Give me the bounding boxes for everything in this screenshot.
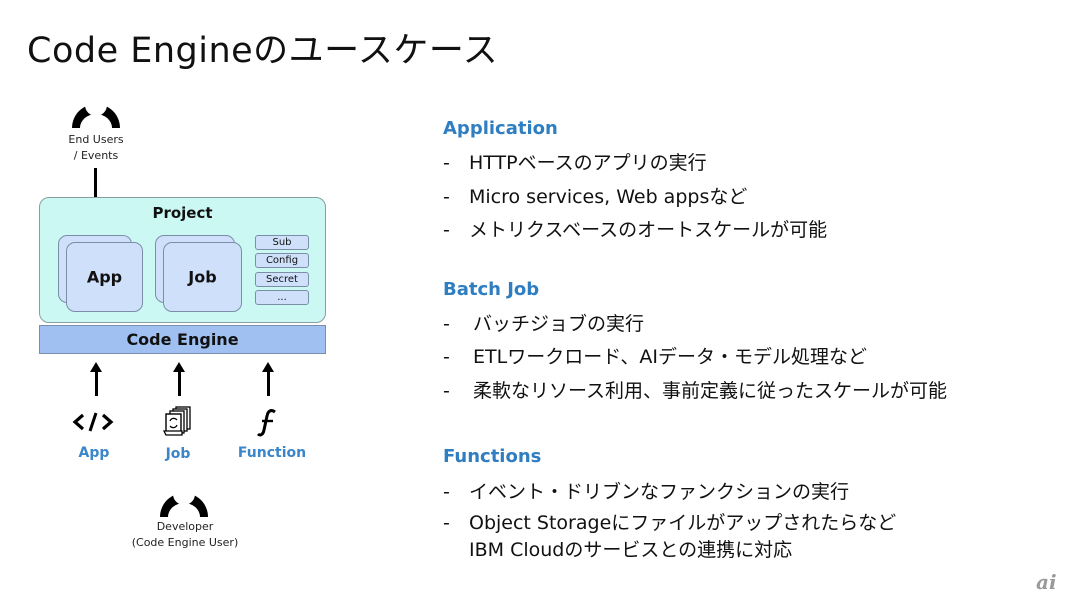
arrow-head-up-job	[173, 362, 185, 372]
resource-sub: Sub	[255, 235, 309, 250]
source-label-app: App	[78, 445, 110, 461]
bullet-text: Micro services, Web appsなど	[469, 186, 748, 208]
bullet-text: 柔軟なリソース利用、事前定義に従ったスケールが可能	[473, 380, 948, 402]
bullet-dash: -	[443, 313, 450, 335]
bullet-item: -イベント・ドリブンなファンクションの実行	[443, 477, 849, 504]
bullet-dash: -	[443, 481, 450, 503]
bullet-item: -Micro services, Web appsなど	[443, 182, 747, 209]
arrow-app-to-engine	[94, 371, 98, 396]
source-label-function: Function	[237, 445, 307, 461]
end-users-label-line2: / Events	[73, 149, 119, 162]
bullet-item: - バッチジョブの実行	[443, 309, 644, 336]
arrow-head-up-app	[90, 362, 102, 372]
arrow-function-to-engine	[266, 371, 270, 396]
resource-secret: Secret	[255, 272, 309, 287]
code-engine-bar: Code Engine	[39, 325, 326, 354]
bullet-dash: -	[443, 512, 450, 534]
bullet-item: -HTTPベースのアプリの実行	[443, 148, 707, 175]
bullet-text: ETLワークロード、AIデータ・モデル処理など	[473, 346, 868, 368]
developer-person-icon	[160, 483, 208, 517]
bullet-item: -メトリクスベースのオートスケールが可能	[443, 215, 827, 242]
resource-config: Config	[255, 253, 309, 268]
bullet-dash: -	[443, 380, 450, 402]
slide-title: Code Engineのユースケース	[27, 31, 499, 71]
job-card-label: Job	[188, 267, 217, 287]
resource-more: ...	[255, 290, 309, 305]
end-users-label: End Users / Events	[55, 132, 137, 164]
watermark-logo: ai	[1036, 570, 1057, 594]
section-heading-batch-job: Batch Job	[443, 279, 540, 300]
app-card-label: App	[86, 267, 123, 287]
arrow-job-to-engine	[177, 371, 181, 396]
bullet-dash: -	[443, 186, 450, 208]
bullet-dash: -	[443, 219, 450, 241]
project-title: Project	[152, 204, 213, 222]
app-card: App	[66, 242, 143, 312]
arrow-head-up-function	[262, 362, 274, 372]
source-label-job: Job	[165, 446, 191, 462]
developer-label-line1: Developer	[156, 520, 214, 533]
bullet-text: メトリクスベースのオートスケールが可能	[469, 219, 828, 241]
bullet-text: HTTPベースのアプリの実行	[469, 152, 707, 174]
batch-job-icon	[162, 406, 191, 436]
section-heading-application: Application	[443, 118, 558, 139]
bullet-text-continuation: IBM Cloudのサービスとの連携に対応	[469, 539, 793, 561]
bullet-text: Object Storageにファイルがアップされたらなど	[469, 512, 897, 534]
developer-label: Developer (Code Engine User)	[115, 519, 255, 551]
bullet-dash: -	[443, 152, 450, 174]
bullet-item: - 柔軟なリソース利用、事前定義に従ったスケールが可能	[443, 376, 947, 403]
bullet-item: - ETLワークロード、AIデータ・モデル処理など	[443, 342, 867, 369]
code-icon	[72, 412, 114, 432]
end-users-label-line1: End Users	[68, 133, 124, 146]
bullet-text: イベント・ドリブンなファンクションの実行	[469, 481, 850, 503]
bullet-item: -Object Storageにファイルがアップされたらなど IBM Cloudの…	[443, 510, 896, 564]
section-heading-functions: Functions	[443, 446, 542, 467]
job-card: Job	[163, 242, 242, 312]
bullet-text: バッチジョブの実行	[473, 313, 645, 335]
bullet-dash: -	[443, 346, 450, 368]
function-icon	[256, 409, 276, 437]
developer-label-line2: (Code Engine User)	[131, 536, 239, 549]
end-users-person-icon	[72, 94, 120, 128]
